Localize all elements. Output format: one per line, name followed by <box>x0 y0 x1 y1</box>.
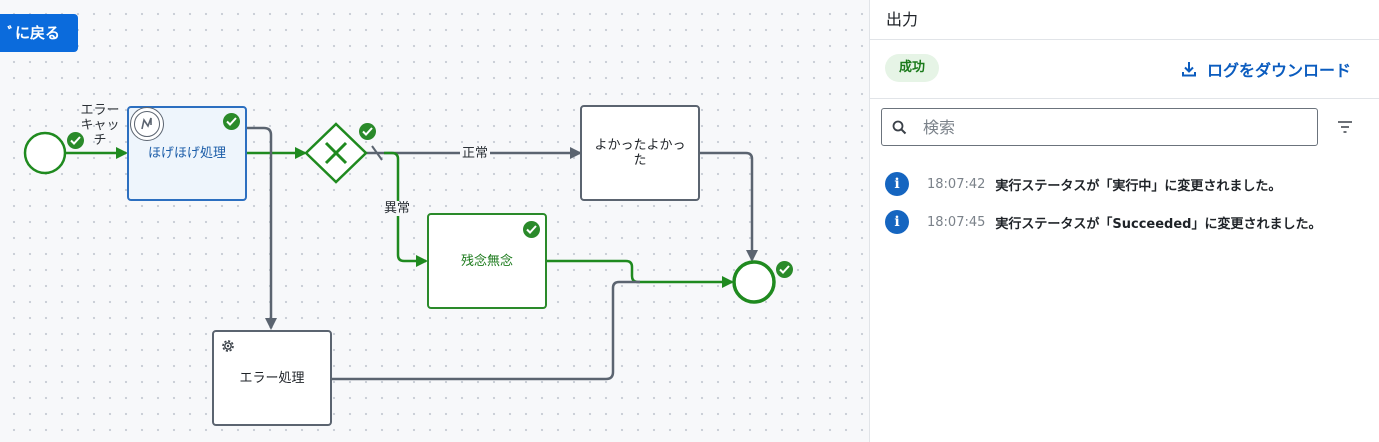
download-icon <box>1181 62 1196 77</box>
edge-yokatta-to-end <box>700 151 758 262</box>
output-panel: 出力 成功 ログをダウンロード i 18:07:42 実行ステータスが「実行中」… <box>869 0 1379 442</box>
edge-catch-to-error <box>246 126 277 330</box>
task-error-label: エラー処理 <box>239 370 305 386</box>
panel-title: 出力 <box>886 10 919 29</box>
log-message: 実行ステータスが「実行中」に変更されました。 <box>995 178 1282 194</box>
edge-label-normal: 正常 <box>460 146 491 161</box>
log-time: 18:07:45 <box>927 214 986 230</box>
info-icon: i <box>885 172 909 196</box>
gear-icon <box>222 340 234 352</box>
download-log-label: ログをダウンロード <box>1206 61 1351 80</box>
task-hoge-label: ほげほげ処理 <box>147 146 226 161</box>
end-event <box>732 260 776 304</box>
gateway-check-icon <box>359 123 376 140</box>
search-field[interactable] <box>881 108 1318 146</box>
edge-error-to-end <box>332 280 640 381</box>
task-zannen-check-icon <box>523 221 540 238</box>
download-log-button[interactable]: ログをダウンロード <box>1181 57 1351 81</box>
status-badge: 成功 <box>885 54 940 82</box>
log-entry: i 18:07:45 実行ステータスが「Succeeded」に変更されました。 <box>885 210 1321 234</box>
log-time: 18:07:42 <box>927 176 986 192</box>
workflow-canvas[interactable]: ﾞに戻る <box>0 0 869 442</box>
task-zannen-label: 残念無念 <box>460 253 513 269</box>
search-input[interactable] <box>921 116 1305 138</box>
boundary-error-event-icon[interactable] <box>130 107 164 141</box>
info-icon: i <box>885 210 909 234</box>
edge-zannen-to-end <box>547 259 734 288</box>
start-event-check-icon <box>67 132 84 149</box>
workflow-edges <box>23 122 776 381</box>
log-entry: i 18:07:42 実行ステータスが「実行中」に変更されました。 <box>885 172 1281 196</box>
end-event-check-icon <box>776 261 793 278</box>
task-yokatta-label: よかったよかった <box>594 138 686 168</box>
task-error[interactable]: エラー処理 <box>212 330 332 426</box>
divider <box>870 98 1379 99</box>
divider <box>870 39 1379 40</box>
task-hoge-check-icon <box>223 113 240 130</box>
back-button[interactable]: ﾞに戻る <box>0 14 78 52</box>
error-catch-label: エラー キャッ チ <box>80 103 120 148</box>
search-icon <box>892 120 907 134</box>
log-message: 実行ステータスが「Succeeded」に変更されました。 <box>995 216 1322 232</box>
edge-label-abnormal: 異常 <box>382 201 413 216</box>
exclusive-gateway <box>304 122 368 184</box>
filter-icon[interactable] <box>1336 119 1354 135</box>
start-event <box>23 131 67 175</box>
task-zannen[interactable]: 残念無念 <box>427 213 547 309</box>
task-yokatta[interactable]: よかったよかった <box>580 105 700 201</box>
